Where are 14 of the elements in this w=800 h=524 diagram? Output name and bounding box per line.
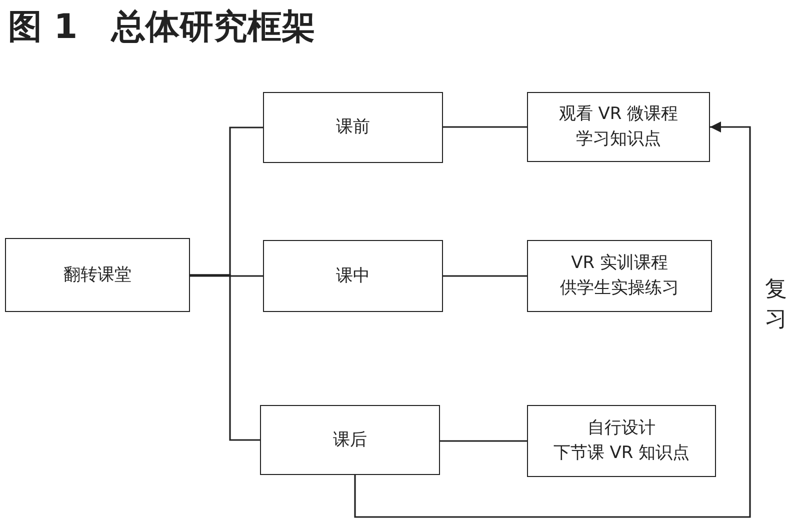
stage-box: 课后: [260, 405, 440, 475]
connector-line: [190, 275, 263, 277]
connector-line: [190, 274, 260, 441]
connector-line: [440, 440, 527, 442]
stage-box: 课前: [263, 92, 443, 163]
activity-box: VR 实训课程供学生实操练习: [527, 240, 712, 312]
activity-box: 观看 VR 微课程学习知识点: [527, 92, 710, 162]
connector-line: [443, 126, 527, 128]
stage-box: 课中: [263, 240, 443, 312]
figure-title: 图 1 总体研究框架: [8, 6, 316, 49]
activity-box: 自行设计下节课 VR 知识点: [527, 405, 716, 477]
arrow: [354, 122, 751, 518]
topic-box: 翻转课堂: [5, 238, 190, 312]
connector-line: [443, 275, 527, 277]
